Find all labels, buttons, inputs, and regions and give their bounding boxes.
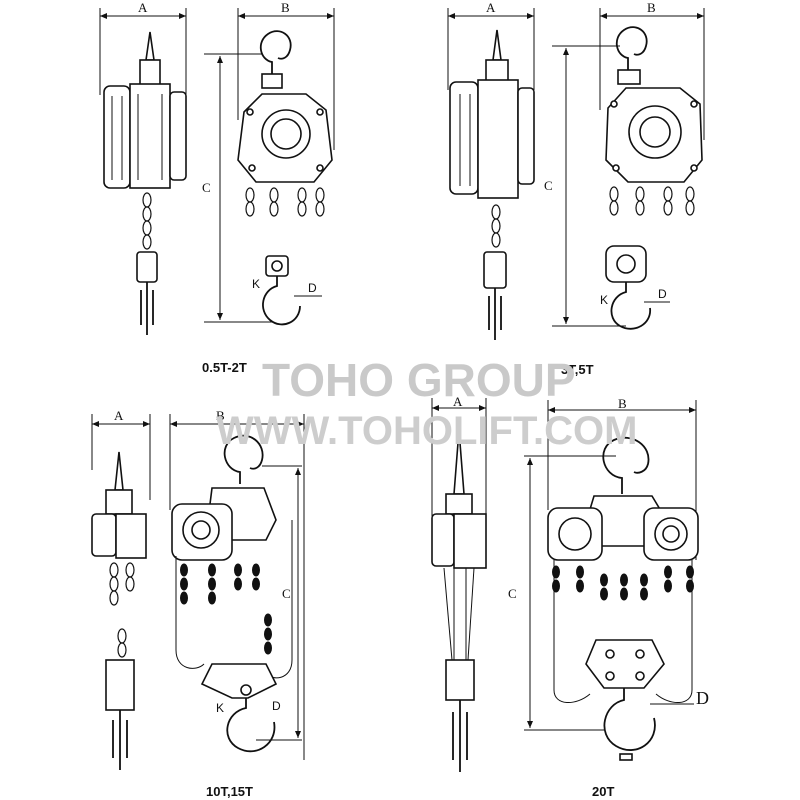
watermark-website: WWW.TOHOLIFT.COM (216, 409, 637, 453)
label-k: K (252, 277, 260, 291)
label-a: A (453, 394, 463, 409)
label-d: D (658, 287, 667, 301)
dimension-a: A (447, 0, 535, 90)
load-chain (109, 562, 135, 658)
label-d: D (696, 688, 709, 708)
panel-10t-15t: A B (91, 408, 305, 799)
load-chain (142, 192, 152, 250)
label-d: D (308, 281, 317, 295)
label-c: C (282, 586, 291, 601)
label-c: C (202, 180, 211, 195)
hand-chain (552, 565, 694, 601)
bottom-hook (605, 245, 651, 330)
bottom-hook (603, 688, 656, 761)
hand-chain (609, 186, 695, 216)
dimension-c: C (256, 465, 302, 741)
label-a: A (138, 0, 148, 15)
panel-20t: A B (431, 394, 709, 799)
hand-chain (180, 563, 272, 655)
top-hook (223, 434, 264, 484)
watermark-company-name: TOHO GROUP (262, 354, 576, 406)
top-hook (602, 436, 650, 494)
dimension-a: A (91, 408, 151, 500)
label-a: A (114, 408, 124, 423)
caption-20t: 20T (592, 784, 614, 799)
dimension-a: A (431, 394, 487, 520)
label-d: D (272, 699, 281, 713)
caption-3t-5t: 3T,5T (561, 362, 594, 377)
top-hook (259, 30, 292, 89)
watermark: TOHO GROUP WWW.TOHOLIFT.COM (216, 354, 637, 453)
hoist-front-view: D (547, 436, 709, 761)
hoist-front-view: K D (237, 30, 333, 326)
bottom-hook (262, 255, 301, 326)
hoist-side-view (103, 31, 187, 335)
dimension-c: C (544, 45, 626, 327)
panel-3t-5t: A B (447, 0, 705, 377)
label-b: B (216, 408, 225, 423)
dimension-c: C (202, 53, 272, 323)
dimension-b: B (237, 0, 335, 150)
hand-chain (245, 187, 325, 217)
dimension-c: C (508, 455, 616, 731)
label-b: B (281, 0, 290, 15)
panel-0-5t-2t: A B (99, 0, 335, 375)
load-chain (491, 204, 501, 248)
label-b: B (618, 396, 627, 411)
hoist-front-view: K D (171, 434, 293, 753)
bottom-hook (226, 698, 276, 753)
dimension-b: B (169, 408, 305, 760)
hoist-front-view: K D (600, 26, 703, 330)
label-c: C (544, 178, 553, 193)
hoist-side-view (91, 451, 147, 770)
dimension-b: B (599, 0, 705, 140)
label-a: A (486, 0, 496, 15)
label-k: K (600, 293, 608, 307)
dimension-a: A (99, 0, 187, 95)
label-c: C (508, 586, 517, 601)
caption-0-5t-2t: 0.5T-2T (202, 360, 247, 375)
label-k: K (216, 701, 224, 715)
hoist-side-view (449, 29, 535, 340)
label-b: B (647, 0, 656, 15)
top-hook (615, 26, 648, 85)
caption-10t-15t: 10T,15T (206, 784, 253, 799)
hoist-side-view (431, 429, 487, 772)
